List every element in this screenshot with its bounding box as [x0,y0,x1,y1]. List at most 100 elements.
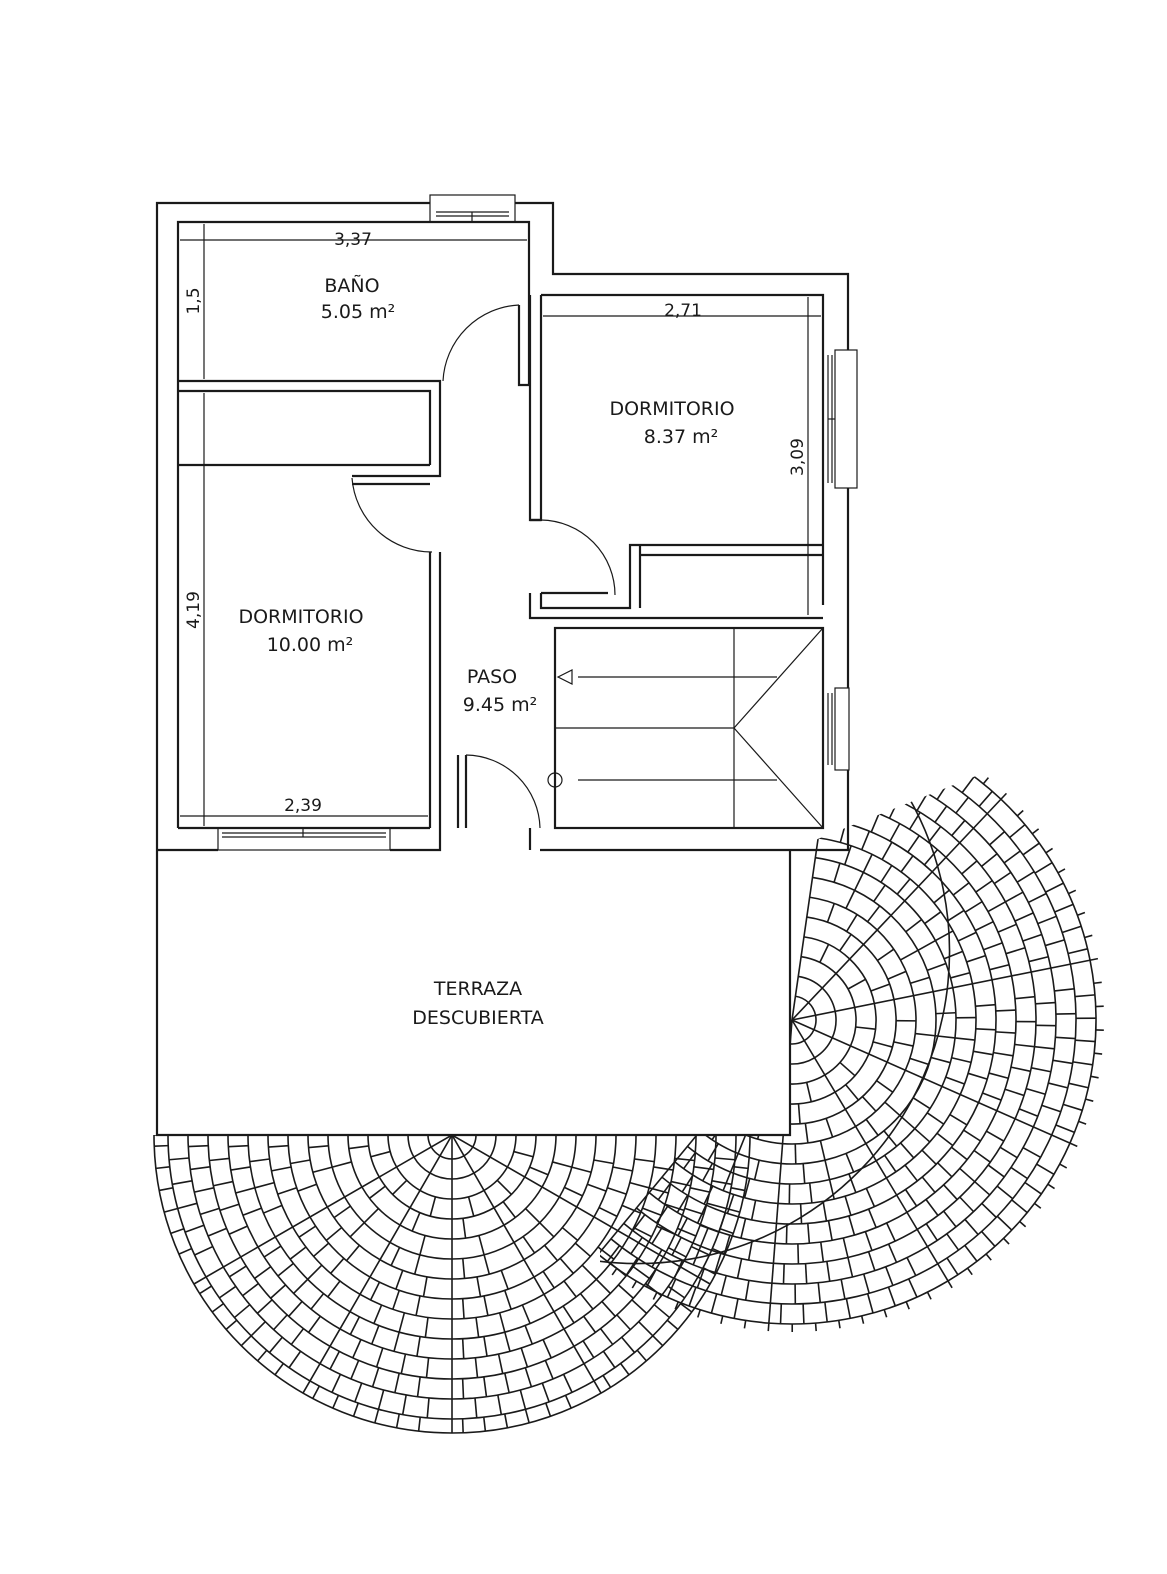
paving-stone-line [887,1286,897,1307]
paving-stone-line [973,1050,994,1056]
paving-stone-line [1016,809,1024,817]
paving-stone-line [690,1187,710,1193]
paving-stone-line [847,1257,854,1278]
paving-stone-line [974,1181,991,1196]
paving-stone-line [657,1183,671,1201]
paving-stone-line [348,1145,369,1150]
paving-stone-line [907,1278,918,1298]
door-dormitorio-right[interactable] [540,519,616,596]
paving-stone-line [352,1339,362,1359]
paving-stone-line [945,1076,965,1085]
paving-stone-line [602,1350,616,1369]
paving-stone-line [904,995,917,1071]
paving-stone-line [263,1204,283,1214]
paving-stone-line [722,1171,732,1191]
paving-stone-line [944,749,950,758]
paving-stone-line [225,1319,238,1330]
paving-stone-line [674,1301,679,1310]
paving-stone-line [819,1242,825,1263]
paving-stone-line [819,944,830,963]
paving-stone-line [834,1053,870,1093]
paving-stone-line [934,805,948,823]
paving-stone-line [791,792,1008,1021]
paving-stone-line [393,1331,400,1352]
paving-stone-line [451,1172,475,1180]
paving-stone-line [398,1312,406,1333]
paving-stone-line [884,732,893,753]
paving-stone-line [587,1183,607,1192]
paving-stone-line [975,1028,996,1031]
paving-stone-line [361,1186,401,1226]
paving-stone-line [777,1177,887,1205]
paving-stone-line [876,1079,894,1093]
paving-stone-line [539,1222,555,1238]
paving-stone-line [1045,882,1064,893]
paving-stone-line [916,769,928,788]
paving-stone-line [228,1144,249,1148]
paving-stone-line [815,856,906,902]
paving-stone-line [379,1259,453,1280]
paving-stone-line [937,1162,953,1178]
paving-stone-line [677,1217,689,1237]
paving-stone-line [327,1280,341,1298]
paving-stone-line [964,1218,979,1236]
paving-stone-line [876,929,915,996]
paving-stone-line [371,1367,380,1388]
paving-stone-line [1055,1124,1075,1134]
paving-stone-line [850,805,859,826]
paving-stone-line [1059,1163,1068,1169]
paving-stone-line [616,1314,631,1331]
door-bano[interactable] [442,304,520,382]
paving-stone-line [392,1290,401,1310]
paving-stone-line [1010,1166,1029,1180]
paving-stone-line [235,1187,256,1194]
paving-stone-line [319,1362,453,1400]
paving-stone-line [1019,1220,1027,1228]
paving-stone-line [472,1135,477,1148]
paving-stone-line [553,1236,630,1313]
door-dormitorio-left[interactable] [351,477,433,553]
paving-stone-line [720,1315,724,1324]
paving-stone-line [673,1259,684,1279]
paving-stone-line [451,1224,505,1240]
paving-stone-line [504,1331,511,1352]
paving-stone-line [558,1135,577,1198]
paving-stone-line [776,1037,791,1045]
paving-stone-line [977,979,997,1103]
paving-stone-line [873,750,882,770]
paving-left [153,1135,751,1434]
paving-stone-line [463,1146,474,1157]
outer-walls [155,201,850,852]
paving-stone-line [483,1376,488,1397]
paving-stone-line [545,1402,552,1417]
paving-stone-line [392,1179,408,1195]
paving-stone-line [513,1150,534,1158]
paving-stone-line [213,1180,234,1187]
paving-stone-line [610,1238,771,1304]
paving-stone-line [986,813,1072,965]
paving-stone-line [651,1249,663,1268]
room-name-bano: BAÑO [324,274,379,297]
paving-stone-line [824,1159,831,1180]
paving-stone-line [326,1206,381,1261]
paving-stone-line [524,1325,534,1345]
paving-stone-line [625,1257,639,1276]
paving-stone-line [493,1176,526,1209]
paving-stone-line [562,1305,575,1324]
door-terraza[interactable] [465,754,541,829]
paving-stone-line [1000,798,1091,961]
paving-stone-line [543,1226,613,1296]
paving-stone-line [163,1207,178,1213]
paving-stone-line [576,1135,597,1208]
paving-stone-line [839,1061,856,1077]
paving-stone-line [559,1257,574,1274]
paving-stone-line [169,1157,190,1161]
paving-stone-line [936,1132,954,1147]
paving-stone-line [524,1367,533,1388]
paving-stone-line [941,987,957,1087]
paving-stone-line [690,1245,710,1256]
paving-stone-line [797,1243,800,1264]
paving-stone-line [908,811,921,830]
paving-stone-line [1014,995,1035,1000]
paving-stone-line [833,862,841,883]
